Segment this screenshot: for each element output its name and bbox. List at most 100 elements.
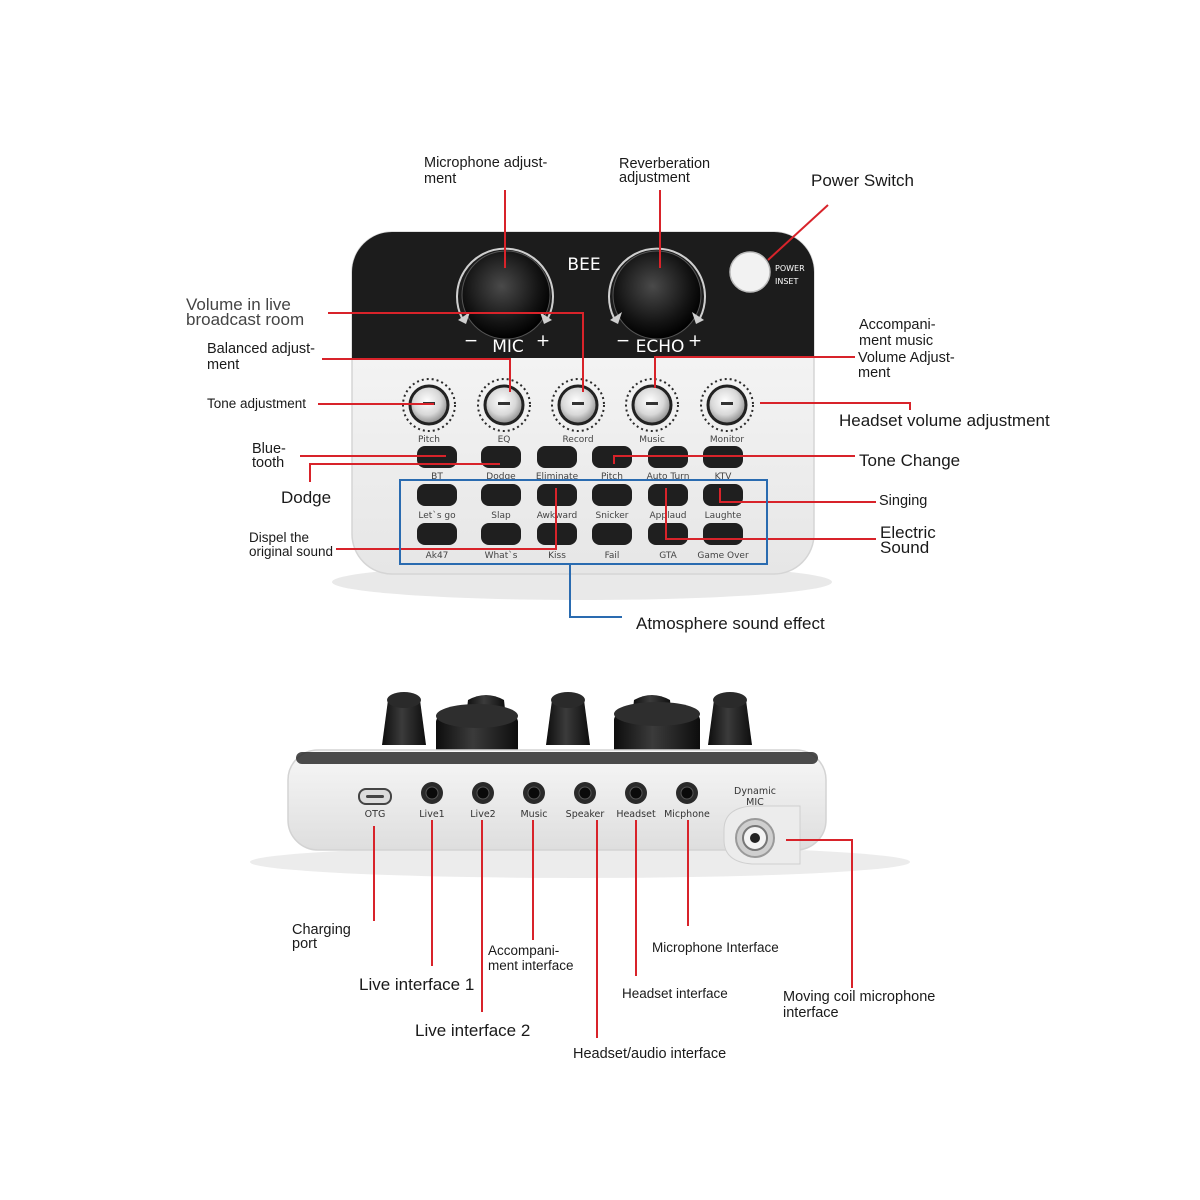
callout-accomp-4: ment: [858, 365, 890, 381]
effect-button-game-over[interactable]: [703, 523, 743, 545]
leader-tone-change: [613, 455, 855, 464]
device-dark-panel: [352, 232, 814, 358]
echo-minus: −: [616, 331, 630, 351]
callout-live-volume-1: Volume in live: [186, 295, 291, 314]
mode-button-dodge[interactable]: [481, 446, 521, 468]
effect-button-gta[interactable]: [648, 523, 688, 545]
effect-button-laughte[interactable]: [703, 484, 743, 506]
knob-eq[interactable]: [477, 378, 531, 432]
echo-knob[interactable]: [608, 247, 706, 340]
callout-live2: Live interface 2: [415, 1021, 530, 1040]
leader-power: [767, 204, 829, 261]
callout-accomp-2: ment music: [859, 333, 933, 349]
brand-label: BEE: [567, 255, 600, 275]
effect-button-what-s[interactable]: [481, 523, 521, 545]
mode-button-label: Auto Turn: [647, 472, 690, 482]
callout-tone-change: Tone Change: [859, 451, 960, 470]
callout-power: Power Switch: [811, 171, 914, 190]
leader-headset-volume: [760, 402, 911, 410]
mic-label: MIC: [492, 337, 524, 357]
port-label: Live1: [419, 809, 444, 820]
effect-button-let-s-go[interactable]: [417, 484, 457, 506]
callout-electric-1: Electric: [880, 523, 936, 542]
echo-label: ECHO: [636, 337, 685, 357]
callout-accomp-back-1: Accompani-: [488, 943, 559, 958]
mode-button-label: KTV: [715, 472, 733, 482]
mode-button-pitch[interactable]: [592, 446, 632, 468]
effect-button-label: What`s: [485, 550, 518, 561]
port-label: Speaker: [566, 809, 605, 820]
callout-bluetooth-2: tooth: [252, 455, 284, 471]
power-label: POWER: [775, 264, 805, 273]
dynamic-label: Dynamic: [734, 786, 776, 797]
mode-button-label: Eliminate: [536, 472, 579, 482]
effect-button-label: Snicker: [596, 511, 629, 521]
effect-button-label: Game Over: [697, 551, 749, 561]
callout-headset: Headset interface: [622, 986, 728, 1001]
knob-label: Music: [639, 435, 665, 445]
knob-label: Monitor: [710, 435, 745, 445]
callout-bluetooth-1: Blue-: [252, 441, 286, 457]
callout-moving-coil-1: Moving coil microphone: [783, 989, 935, 1005]
leader-atmosphere: [569, 564, 622, 618]
knob-record[interactable]: [551, 378, 605, 432]
effect-button-label: Applaud: [649, 511, 686, 521]
leader-moving-coil: [786, 839, 853, 988]
mode-button-label: Pitch: [601, 472, 623, 482]
knob-label: Pitch: [418, 435, 440, 445]
callout-accomp-back-2: ment interface: [488, 958, 574, 973]
port-label: Micphone: [664, 809, 710, 820]
knob-label: Record: [562, 435, 593, 445]
mic-label-back: MIC: [746, 797, 764, 808]
callout-atmosphere: Atmosphere sound effect: [636, 614, 825, 633]
callout-headset-audio: Headset/audio interface: [573, 1046, 726, 1062]
callout-live1: Live interface 1: [359, 975, 474, 994]
arrow-left-icon: [610, 312, 622, 324]
callout-accomp-3: Volume Adjust-: [858, 350, 955, 366]
leader-dispel: [336, 488, 557, 550]
back-leaders: [373, 820, 853, 1038]
leader-electric: [665, 488, 876, 540]
top-callouts: Microphone adjust- ment Reverberation ad…: [186, 155, 1050, 633]
callout-charging-1: Charging: [292, 922, 351, 938]
effect-button-ak47[interactable]: [417, 523, 457, 545]
port-label: OTG: [365, 809, 386, 820]
leader-dodge: [309, 463, 500, 482]
callout-electric-2: Sound: [880, 538, 929, 557]
effect-button-snicker[interactable]: [592, 484, 632, 506]
arrow-right-icon: [540, 312, 552, 324]
port-label: Music: [520, 809, 547, 820]
knob-music[interactable]: [625, 378, 679, 432]
callout-singing: Singing: [879, 493, 927, 509]
arrow-left-icon: [458, 312, 470, 324]
mode-button-eliminate[interactable]: [537, 446, 577, 468]
callout-reverb-2: adjustment: [619, 170, 690, 186]
mic-plus: +: [536, 331, 550, 351]
back-shadow: [250, 846, 910, 878]
mode-button-label: Dodge: [486, 472, 516, 482]
effect-button-slap[interactable]: [481, 484, 521, 506]
power-button[interactable]: [729, 251, 771, 293]
effect-button-label: Let`s go: [418, 510, 456, 521]
callout-dodge: Dodge: [281, 488, 331, 507]
leader-live-volume: [328, 312, 584, 392]
effect-button-applaud[interactable]: [648, 484, 688, 506]
callout-moving-coil-2: interface: [783, 1005, 839, 1021]
back-body: [287, 749, 827, 851]
callout-dispel-2: original sound: [249, 544, 333, 559]
inset-label: INSET: [775, 277, 798, 286]
effect-button-fail[interactable]: [592, 523, 632, 545]
mic-minus: −: [464, 331, 478, 351]
knob-monitor[interactable]: [700, 378, 754, 432]
callout-tone: Tone adjustment: [207, 396, 306, 411]
effect-button-label: Ak47: [426, 551, 449, 561]
mic-knob[interactable]: [456, 247, 554, 340]
callout-charging-2: port: [292, 936, 317, 952]
callout-headset-volume: Headset volume adjustment: [839, 411, 1050, 430]
callout-balanced-2: ment: [207, 357, 239, 373]
top-leaders: [300, 190, 911, 618]
effect-button-label: Fail: [605, 551, 620, 561]
